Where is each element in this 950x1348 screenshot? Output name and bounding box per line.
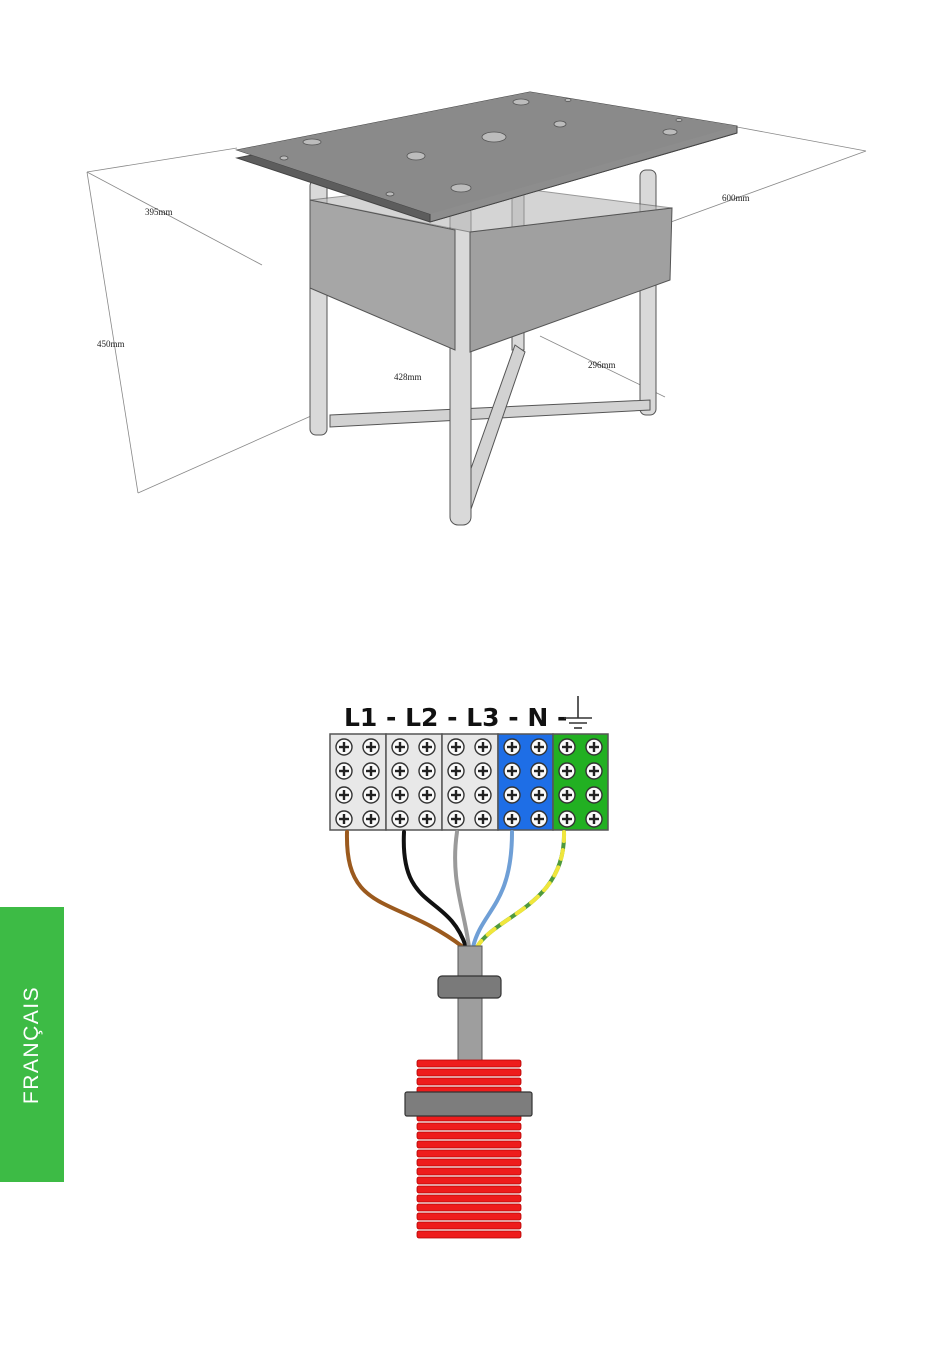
sleeve-rib — [417, 1159, 521, 1166]
language-tab: FRANÇAIS — [0, 907, 64, 1182]
sleeve-rib — [417, 1141, 521, 1148]
screw-icon — [392, 811, 408, 827]
screw-icon — [586, 787, 602, 803]
screw-icon — [336, 787, 352, 803]
sleeve-rib — [417, 1213, 521, 1220]
screw-icon — [392, 739, 408, 755]
screw-icon — [559, 739, 575, 755]
sleeve-rib — [417, 1078, 521, 1085]
screw-icon — [448, 787, 464, 803]
screw-icon — [363, 787, 379, 803]
sleeve-rib — [417, 1186, 521, 1193]
wire-ground — [477, 832, 564, 947]
dimension-top-depth: 395mm — [145, 207, 173, 217]
screw-icon — [504, 763, 520, 779]
sleeve-rib — [417, 1168, 521, 1175]
sleeve-rib — [417, 1222, 521, 1229]
screw-icon — [363, 811, 379, 827]
screw-icon — [531, 739, 547, 755]
screw-icon — [392, 763, 408, 779]
screw-icon — [419, 811, 435, 827]
sleeve-rib — [417, 1123, 521, 1130]
cable-jacket — [458, 946, 482, 1066]
screw-icon — [419, 787, 435, 803]
wiring-diagram: L1 - L2 - L3 - N - — [300, 680, 640, 1260]
cable-sleeve — [417, 1060, 521, 1238]
sleeve-clamp-ring — [405, 1092, 532, 1116]
wire-ground-stripe — [477, 832, 564, 947]
sleeve-rib — [417, 1150, 521, 1157]
screw-icon — [531, 811, 547, 827]
screw-icon — [475, 787, 491, 803]
screw-icon — [531, 787, 547, 803]
screw-icon — [336, 763, 352, 779]
language-tab-label: FRANÇAIS — [20, 985, 44, 1103]
dimension-base-depth: 296mm — [588, 360, 616, 370]
screw-icon — [392, 787, 408, 803]
sleeve-rib — [417, 1069, 521, 1076]
screw-icon — [475, 811, 491, 827]
sleeve-rib — [417, 1231, 521, 1238]
screw-icon — [504, 739, 520, 755]
screw-icon — [448, 811, 464, 827]
earth-ground-icon — [564, 696, 592, 728]
dimension-base-width: 428mm — [394, 372, 422, 382]
dimension-height: 450mm — [97, 339, 125, 349]
cable-gland-nut — [438, 976, 501, 998]
screw-icon — [363, 739, 379, 755]
screw-icon — [419, 739, 435, 755]
screw-icon — [448, 763, 464, 779]
sleeve-rib — [417, 1195, 521, 1202]
screw-icon — [531, 763, 547, 779]
screw-icon — [475, 739, 491, 755]
screw-icon — [559, 787, 575, 803]
terminal-header: L1 - L2 - L3 - N - — [344, 703, 567, 732]
screw-icon — [586, 763, 602, 779]
screw-icon — [504, 811, 520, 827]
screw-icon — [559, 811, 575, 827]
screw-icon — [586, 739, 602, 755]
sleeve-rib — [417, 1132, 521, 1139]
sleeve-rib — [417, 1177, 521, 1184]
dimension-top-width: 600mm — [722, 193, 750, 203]
screw-icon — [336, 811, 352, 827]
cross-brace — [330, 345, 650, 512]
table-technical-drawing: 395mm 600mm 450mm 428mm 296mm — [0, 0, 950, 560]
screw-icon — [336, 739, 352, 755]
screw-icon — [448, 739, 464, 755]
screw-icon — [586, 811, 602, 827]
screw-icon — [363, 763, 379, 779]
screw-icon — [419, 763, 435, 779]
table-apron — [310, 182, 672, 352]
sleeve-rib — [417, 1060, 521, 1067]
screw-icon — [504, 787, 520, 803]
screw-icon — [559, 763, 575, 779]
screw-icon — [475, 763, 491, 779]
sleeve-rib — [417, 1204, 521, 1211]
